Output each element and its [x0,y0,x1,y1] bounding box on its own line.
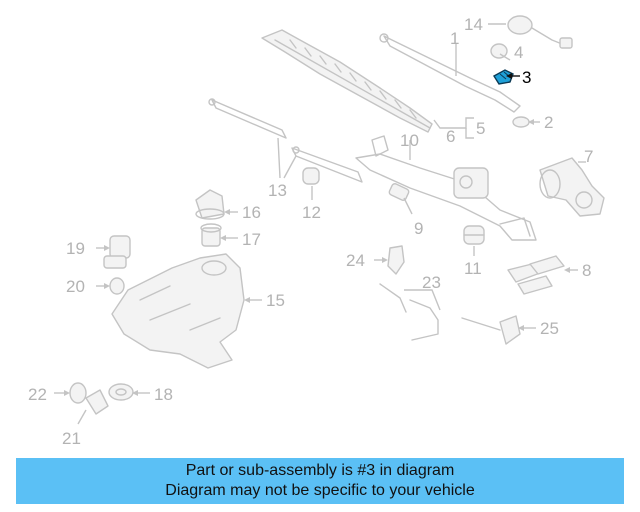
callout-22: 22 [28,385,47,404]
grommet-18 [108,383,134,401]
callout-17: 17 [242,230,261,249]
nut-2 [512,116,530,128]
info-banner: Part or sub-assembly is #3 in diagram Di… [16,458,624,504]
callout-18: 18 [154,385,173,404]
clip-9 [388,183,410,201]
hose-end-25 [461,315,521,345]
callout-25: 25 [540,319,559,338]
callout-5: 5 [476,119,485,138]
callout-6: 6 [446,127,455,146]
wiper-blade [261,29,433,133]
callout-19: 19 [66,239,85,258]
callout-12: 12 [302,203,321,222]
callout-10: 10 [400,131,419,150]
callout-20: 20 [66,277,85,296]
bushing-12 [302,167,320,185]
callout-11: 11 [464,259,482,278]
filler-neck-17 [200,223,222,247]
callout-4: 4 [514,43,523,62]
callout-2: 2 [544,113,553,132]
grommet-20 [109,277,125,295]
connector-24 [387,245,405,275]
banner-line-disclaimer: Diagram may not be specific to your vehi… [165,482,475,499]
cap-4 [490,43,508,59]
ring-22 [69,382,87,404]
callout-labels: 1 2 3 4 5 6 7 8 9 10 11 12 13 14 15 16 1… [28,15,593,448]
washer-pump-19 [103,235,131,269]
callout-15: 15 [266,291,285,310]
washer-nozzle-14 [507,15,573,49]
callout-14: 14 [464,15,483,34]
washer-reservoir [111,253,245,369]
connectors-8 [507,255,565,295]
callout-8: 8 [582,261,591,280]
reservoir-cap-16 [195,189,225,220]
leader-lines [54,23,586,425]
parts-diagram: 1 2 3 4 5 6 7 8 9 10 11 12 13 14 15 16 1… [28,15,605,448]
linkage-rods [208,98,363,183]
callout-16: 16 [242,203,261,222]
banner-line-part-number: Part or sub-assembly is #3 in diagram [185,462,455,479]
wiper-arm [379,33,521,113]
washer-jet-21 [85,389,109,415]
callout-9: 9 [414,219,423,238]
wiper-motor [539,157,605,217]
callout-21: 21 [62,429,81,448]
callout-13: 13 [268,181,287,200]
callout-24: 24 [346,251,365,270]
grommet-11 [463,225,485,245]
callout-23: 23 [422,273,441,292]
callout-7: 7 [584,147,593,166]
callout-3: 3 [522,68,531,87]
washer-hose [379,283,439,341]
wiper-linkage-frame [355,135,537,241]
callout-1: 1 [450,29,459,48]
